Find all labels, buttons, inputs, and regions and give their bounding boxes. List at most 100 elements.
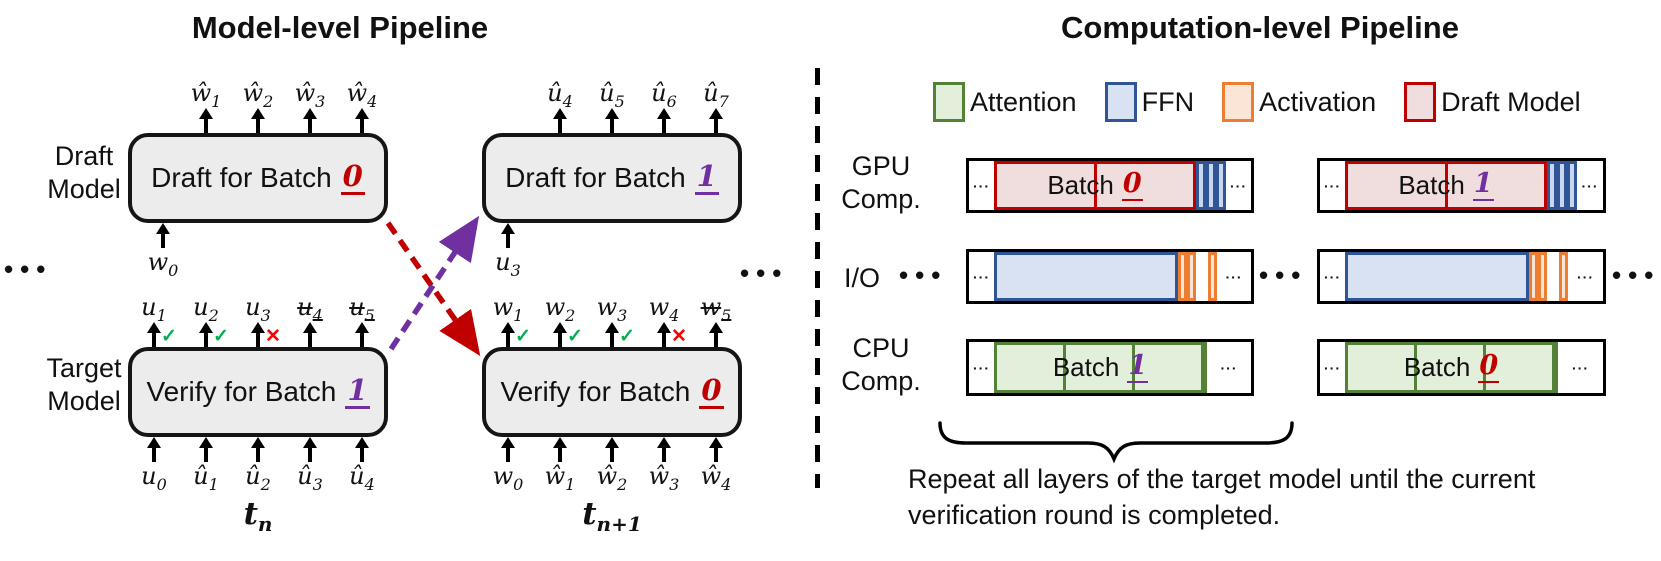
- cpu-label-line1: CPU: [852, 333, 910, 363]
- io-ellipsis-mid: •••: [1259, 260, 1308, 290]
- segment-dots: ···: [1581, 177, 1599, 194]
- caption-line1: Repeat all layers of the target model un…: [908, 464, 1536, 494]
- cpu-comp-row-label: CPU Comp.: [828, 332, 934, 398]
- check-icon: ✓: [515, 326, 531, 347]
- gpu-comp-row-label: GPU Comp.: [828, 150, 934, 216]
- segment-dots: ···: [973, 359, 990, 376]
- up-arrow-icon: [198, 437, 214, 462]
- up-arrow-icon: [656, 437, 672, 462]
- ffn-segment: [1345, 252, 1529, 301]
- panel-divider: [815, 68, 820, 488]
- gpu-timeline-box-2: ··· Batch 1 ···: [1317, 158, 1606, 213]
- batch-number: 0: [1121, 169, 1143, 202]
- token-label: û7: [703, 78, 729, 111]
- batch-number: 0: [1478, 351, 1500, 384]
- draft-batch0-inputs: w0: [128, 223, 388, 278]
- up-arrow-icon: [250, 437, 266, 462]
- io-row-label: I/O: [843, 263, 880, 293]
- token-label: ŵ3: [648, 462, 680, 494]
- token-label: w1: [492, 292, 524, 325]
- left-panel-title: Model-level Pipeline: [191, 10, 489, 45]
- batch-number: 0: [340, 160, 365, 196]
- up-arrow-icon: [708, 322, 724, 347]
- caption-line2: verification round is completed.: [908, 499, 1281, 530]
- box-label: Verify for Batch: [146, 376, 337, 407]
- verify-batch0-outputs: w1 ✓ w2 ✓ w3 ✓ w4 ✕ w5: [482, 292, 742, 347]
- batch-label: Batch 0: [1047, 167, 1143, 202]
- token-label: ŵ3: [294, 78, 326, 111]
- up-arrow-icon: [354, 108, 370, 133]
- up-arrow-icon: [302, 437, 318, 462]
- cross-icon: ✕: [671, 326, 687, 347]
- input-token: û2: [232, 437, 284, 494]
- verify-batch0-inputs: w0 ŵ1 ŵ2 ŵ3 ŵ4: [482, 437, 742, 494]
- token-label: ŵ1: [544, 462, 576, 494]
- up-arrow-icon: [656, 108, 672, 133]
- up-arrow-icon: [302, 322, 318, 347]
- output-token: û4: [534, 80, 586, 133]
- activation-bar: [1208, 252, 1217, 301]
- target-model-label-line2: Model: [47, 385, 121, 416]
- output-token: u1 ✓: [128, 294, 180, 347]
- io-timeline-box-1: ··· ···: [966, 249, 1254, 304]
- up-arrow-icon: [354, 322, 370, 347]
- ffn-bar: [1547, 161, 1557, 210]
- output-token: ŵ1: [180, 80, 232, 133]
- legend-item-draft-model: Draft Model: [1404, 82, 1581, 122]
- activation-bar: [1187, 252, 1196, 301]
- input-token: û3: [284, 437, 336, 494]
- verify-batch1-box: Verify for Batch 1: [128, 347, 388, 437]
- target-model-row-label: Target Model: [28, 352, 140, 418]
- repeat-caption: Repeat all layers of the target model un…: [908, 462, 1548, 533]
- draft-batch0-outputs: ŵ1 ŵ2 ŵ3 ŵ4: [128, 78, 388, 133]
- up-arrow-icon: [604, 322, 620, 347]
- output-token: w1 ✓: [482, 292, 534, 347]
- output-token: w3 ✓: [586, 294, 638, 347]
- cross-icon: ✕: [265, 326, 281, 347]
- up-arrow-icon: [250, 108, 266, 133]
- cpu-timeline-box-1: ··· Batch 1 ···: [966, 339, 1254, 396]
- draft-batch1-outputs: û4 û5 û6 û7: [482, 78, 742, 133]
- up-arrow-icon: [708, 108, 724, 133]
- check-icon: ✓: [619, 326, 635, 347]
- batch-number: 1: [1472, 169, 1494, 202]
- up-arrow-icon: [552, 322, 568, 347]
- box-label: Draft for Batch: [505, 162, 686, 193]
- token-label: w4: [648, 292, 680, 325]
- draft-model-swatch-icon: [1404, 82, 1437, 122]
- draft-model-segment: Batch 0: [994, 161, 1196, 210]
- attention-cell: [1417, 345, 1486, 390]
- output-token: ŵ2: [232, 80, 284, 133]
- draft-cell: [997, 164, 1097, 207]
- attention-cell: [1135, 345, 1204, 390]
- segment-dots: ···: [1324, 177, 1341, 194]
- token-label: û2: [245, 462, 271, 494]
- output-token: w2 ✓: [534, 294, 586, 347]
- up-arrow-icon: [250, 322, 266, 347]
- segment-dots: ···: [1230, 177, 1247, 194]
- check-icon: ✓: [567, 326, 583, 347]
- batch-label: Batch 0: [1403, 349, 1500, 384]
- input-token: u0: [128, 437, 180, 492]
- input-token: ŵ3: [638, 437, 690, 494]
- activation-bar: [1529, 252, 1538, 301]
- legend-label: Attention: [970, 86, 1077, 117]
- legend: Attention FFN Activation Draft Model: [933, 82, 1609, 122]
- up-arrow-icon: [552, 108, 568, 133]
- gpu-label-line2: Comp.: [841, 183, 921, 214]
- io-ellipsis-left: •••: [899, 260, 948, 290]
- token-label: ŵ4: [346, 78, 378, 111]
- token-label: û6: [651, 78, 677, 111]
- token-label: ŵ2: [596, 462, 628, 494]
- token-label: w0: [492, 462, 524, 494]
- segment-dots: ···: [973, 177, 990, 194]
- time-step-tn1: tn+1: [582, 496, 642, 537]
- up-arrow-icon: [198, 108, 214, 133]
- activation-bar: [1538, 252, 1547, 301]
- cpu-timeline-box-2: ··· Batch 0 ···: [1317, 339, 1606, 396]
- token-label: û3: [297, 462, 323, 494]
- attention-cell: [997, 345, 1066, 390]
- io-ellipsis-right: •••: [1612, 260, 1661, 290]
- draft-model-label-line1: Draft: [54, 141, 114, 171]
